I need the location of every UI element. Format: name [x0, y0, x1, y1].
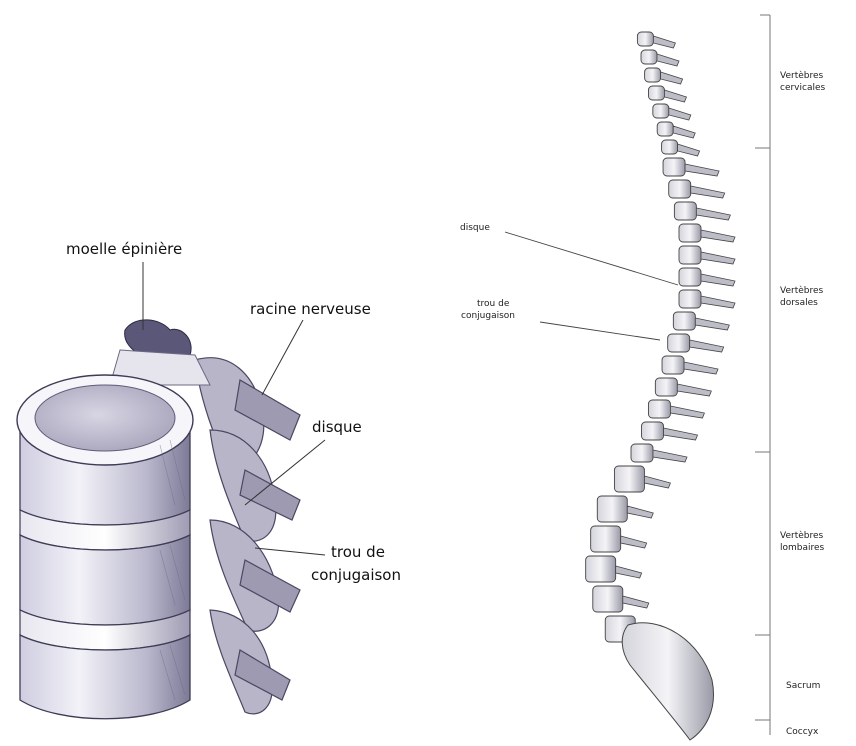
spine-vertebra [593, 586, 623, 612]
region-dorsal-line2: dorsales [780, 297, 823, 309]
spine-vertebra [662, 356, 684, 374]
spine-process [685, 164, 719, 176]
region-coccyx: Coccyx [786, 726, 818, 738]
spine-vertebra [641, 50, 657, 64]
spine-process [621, 536, 647, 548]
spine-process [669, 108, 691, 120]
spine-process [701, 230, 735, 242]
spine-vertebra [597, 496, 627, 522]
spine-process [661, 72, 683, 84]
label-spine-foramen-line2: conjugaison [461, 310, 515, 322]
spine-vertebra [655, 378, 677, 396]
spine-vertebra [648, 400, 670, 418]
spine-process [678, 144, 700, 156]
spine-vertebra [673, 312, 695, 330]
spine-process [653, 36, 675, 48]
spine-process [627, 506, 653, 518]
spine-vertebra [631, 444, 653, 462]
spine-vertebra [645, 68, 661, 82]
spine-process [684, 362, 718, 374]
vertebra-segment-illustration [17, 320, 300, 719]
region-cervical-line2: cervicales [780, 82, 825, 94]
spine-process [677, 384, 711, 396]
spine-vertebra [653, 104, 669, 118]
sacrum-shape [622, 623, 713, 740]
label-nerve-root: racine nerveuse [250, 300, 371, 318]
spine-process [696, 208, 730, 220]
label-spine-foramen-line1: trou de [477, 298, 509, 310]
spine-process [701, 252, 735, 264]
spine-vertebra [669, 180, 691, 198]
spine-process [644, 476, 670, 488]
region-lumbar: Vertèbres lombaires [780, 530, 824, 554]
spine-vertebra [614, 466, 644, 492]
spine-vertebra [679, 290, 701, 308]
spine-vertebra [657, 122, 673, 136]
spine-vertebra [679, 246, 701, 264]
region-brackets [755, 15, 770, 735]
spine-process [691, 186, 725, 198]
spine-process [664, 428, 698, 440]
spine-process [695, 318, 729, 330]
label-foramen-line2: conjugaison [311, 566, 401, 584]
label-spinal-cord: moelle épinière [66, 240, 182, 258]
spine-vertebra [648, 86, 664, 100]
region-lumbar-line2: lombaires [780, 542, 824, 554]
label-disc: disque [312, 418, 362, 436]
spine-process [657, 54, 679, 66]
spine-vertebra [586, 556, 616, 582]
region-dorsal-line1: Vertèbres [780, 285, 823, 297]
region-cervical: Vertèbres cervicales [780, 70, 825, 94]
right-leader-lines [505, 232, 678, 340]
label-foramen-line1: trou de [331, 543, 385, 561]
spine-process [664, 90, 686, 102]
spine-vertebra [668, 334, 690, 352]
region-dorsal: Vertèbres dorsales [780, 285, 823, 309]
spine-process [673, 126, 695, 138]
spine-process [616, 566, 642, 578]
spine-vertebra [637, 32, 653, 46]
region-cervical-line1: Vertèbres [780, 70, 825, 82]
spine-vertebra [662, 140, 678, 154]
spine-process [670, 406, 704, 418]
spine-process [701, 296, 735, 308]
spine-process [653, 450, 687, 462]
spine-vertebra [679, 224, 701, 242]
spine-vertebra [591, 526, 621, 552]
spine-process [701, 274, 735, 286]
spine-vertebra [642, 422, 664, 440]
spine-process [623, 596, 649, 608]
spine-illustration [586, 32, 735, 740]
spine-vertebra [674, 202, 696, 220]
label-spine-disc: disque [460, 222, 490, 234]
region-sacrum: Sacrum [786, 680, 820, 692]
region-lumbar-line1: Vertèbres [780, 530, 824, 542]
spine-process [690, 340, 724, 352]
spine-vertebra [663, 158, 685, 176]
spine-vertebra [679, 268, 701, 286]
